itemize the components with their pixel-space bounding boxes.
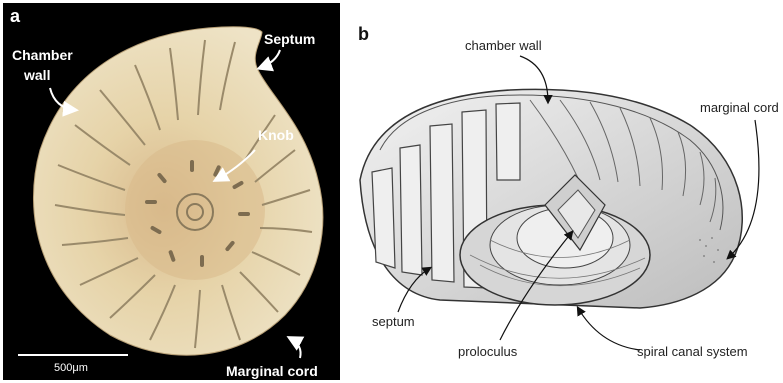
label-chamber-wall-a-line2: wall — [23, 67, 50, 83]
label-septum-a: Septum — [264, 31, 315, 47]
label-marginal-cord-b: marginal cord — [700, 100, 779, 115]
panel-a: a Septum Chamber wall Knob 500μm Margina… — [3, 3, 340, 380]
panel-a-letter: a — [10, 6, 21, 26]
label-spiral-canal-system: spiral canal system — [637, 344, 748, 359]
label-chamber-wall-b: chamber wall — [465, 38, 542, 53]
label-chamber-wall-a-line1: Chamber — [12, 47, 73, 63]
shell-cutaway-illustration — [360, 89, 742, 308]
label-marginal-cord-a: Marginal cord — [226, 363, 318, 379]
arrow-spiral-canal-system — [578, 308, 640, 350]
scale-bar-label: 500μm — [54, 362, 88, 374]
label-septum-b: septum — [372, 314, 415, 329]
label-knob: Knob — [258, 127, 294, 143]
panel-b-letter: b — [358, 24, 369, 44]
panel-b: b — [358, 24, 779, 359]
label-proloculus: proloculus — [458, 344, 518, 359]
